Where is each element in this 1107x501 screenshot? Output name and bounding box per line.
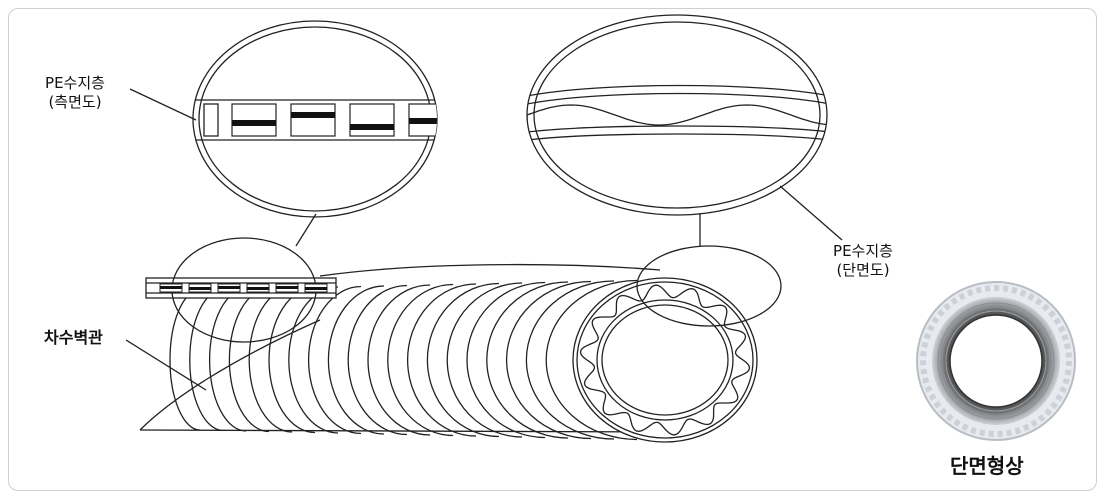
side-magnifier-large [192, 20, 512, 218]
pipe-label: 차수벽관 [44, 328, 103, 347]
side-view-cell [468, 104, 512, 136]
side-strip-pe-bar [160, 286, 182, 289]
pipe-front-ring [572, 277, 758, 443]
pipe-ring-outline [407, 283, 477, 437]
pipe-ring-outline [288, 286, 339, 434]
pipe-ring-outline [525, 280, 615, 440]
pipe-ring-outline [327, 285, 385, 435]
leader-section-label [779, 185, 843, 241]
photo-caption: 단면형상 [950, 454, 1024, 478]
section-magnifier-small [636, 245, 782, 327]
pe-side-label-line2: (측면도) [48, 93, 102, 111]
pe-section-label-line2: (단면도) [836, 261, 890, 279]
pipe-ring-outline [506, 280, 592, 440]
leader-pipe-label [125, 339, 207, 391]
pipe-ring-outline [446, 282, 523, 438]
side-view-pe-bar [232, 120, 276, 126]
leader-side-label [129, 88, 197, 121]
pe-section-label-line1: PE수지층 [833, 242, 893, 260]
pipe-ring-outline [189, 288, 224, 432]
side-strip-blocks [159, 283, 328, 293]
diagram-frame [8, 8, 1097, 491]
leader-side-connector [295, 213, 317, 247]
side-view-pe-bar [468, 114, 512, 120]
pe-side-strip [145, 277, 337, 299]
pipe-ring-outline [169, 289, 201, 431]
side-view-cell [290, 103, 336, 137]
pe-side-label-line1: PE수지층 [45, 74, 105, 92]
side-strip-pe-bar [305, 287, 327, 290]
pipe-ring-outline [426, 282, 500, 438]
pe-section-label: PE수지층 (단면도) [818, 242, 908, 280]
side-strip-pe-bar [276, 286, 298, 289]
pipe-ring-outline [308, 285, 362, 435]
pipe-body [139, 263, 661, 441]
pipe-ring-outline [367, 284, 431, 436]
side-view-pe-bar [409, 118, 437, 124]
section-magnifier-large [526, 14, 828, 216]
pipe-ring-outline [466, 281, 546, 439]
side-view-cell [349, 103, 395, 137]
side-view-pe-bar [350, 124, 394, 130]
pe-side-label: PE수지층 (측면도) [30, 74, 120, 112]
pipe-ring-outline [347, 284, 408, 436]
side-strip-pe-bar [247, 287, 269, 290]
side-view-pe-bar [291, 112, 335, 118]
side-strip-pe-bar [189, 287, 211, 290]
pipe-ring-outline [387, 283, 454, 437]
cross-section-photo [916, 281, 1076, 441]
side-strip-pe-bar [218, 286, 240, 289]
pipe-ring-outline [545, 279, 638, 441]
pipe-ring-outline [248, 287, 293, 433]
pipe-ring-outline [486, 281, 569, 439]
